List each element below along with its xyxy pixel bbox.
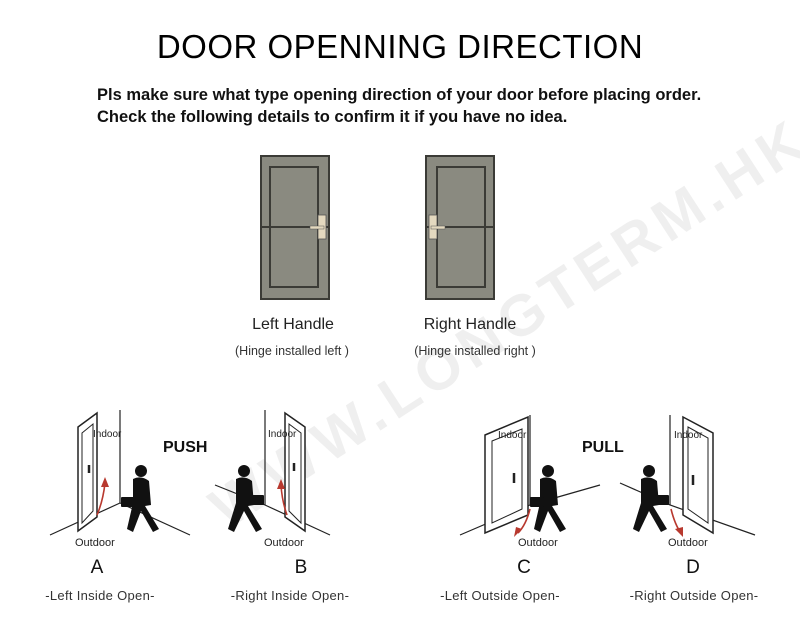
scene-d-right-outside-open [619, 415, 756, 537]
opening-letter-a: A [90, 557, 104, 578]
opening-caption-b: -Right Inside Open- [230, 588, 350, 603]
intro-line-1: Pls make sure what type opening directio… [97, 86, 702, 104]
scene-b-indoor-label: Indoor [268, 429, 297, 440]
pull-label: PULL [582, 439, 624, 456]
scene-d-indoor-label: Indoor [674, 430, 703, 441]
page-title: DOOR OPENNING DIRECTION [156, 28, 644, 65]
left-handle-sub: (Hinge installed left ) [235, 344, 349, 358]
opening-letter-d: D [686, 557, 700, 578]
scene-c-left-outside-open [459, 415, 601, 537]
opening-caption-c: -Left Outside Open- [440, 588, 560, 603]
scene-b-right-inside-open [214, 410, 331, 536]
opening-caption-a: -Left Inside Open- [45, 588, 155, 603]
scene-c-indoor-label: Indoor [498, 430, 527, 441]
scene-a-indoor-label: Indoor [93, 429, 122, 440]
right-handle-label: Right Handle [423, 316, 517, 333]
scene-a-left-inside-open [49, 410, 191, 536]
scene-b-outdoor-label: Outdoor [264, 537, 304, 549]
intro-text: Pls make sure what type opening directio… [97, 84, 701, 128]
left-handle-label: Left Handle [252, 316, 334, 333]
scene-a-outdoor-label: Outdoor [75, 537, 115, 549]
left-handle-door-illustration [260, 155, 330, 300]
intro-line-2: Check the following details to confirm i… [97, 108, 568, 126]
opening-letter-b: B [294, 557, 308, 578]
opening-letter-c: C [517, 557, 531, 578]
push-label: PUSH [163, 439, 208, 456]
scene-d-outdoor-label: Outdoor [668, 537, 708, 549]
scene-c-outdoor-label: Outdoor [518, 537, 558, 549]
right-handle-sub: (Hinge installed right ) [414, 344, 536, 358]
opening-caption-d: -Right Outside Open- [629, 588, 759, 603]
right-handle-door-illustration [425, 155, 495, 300]
